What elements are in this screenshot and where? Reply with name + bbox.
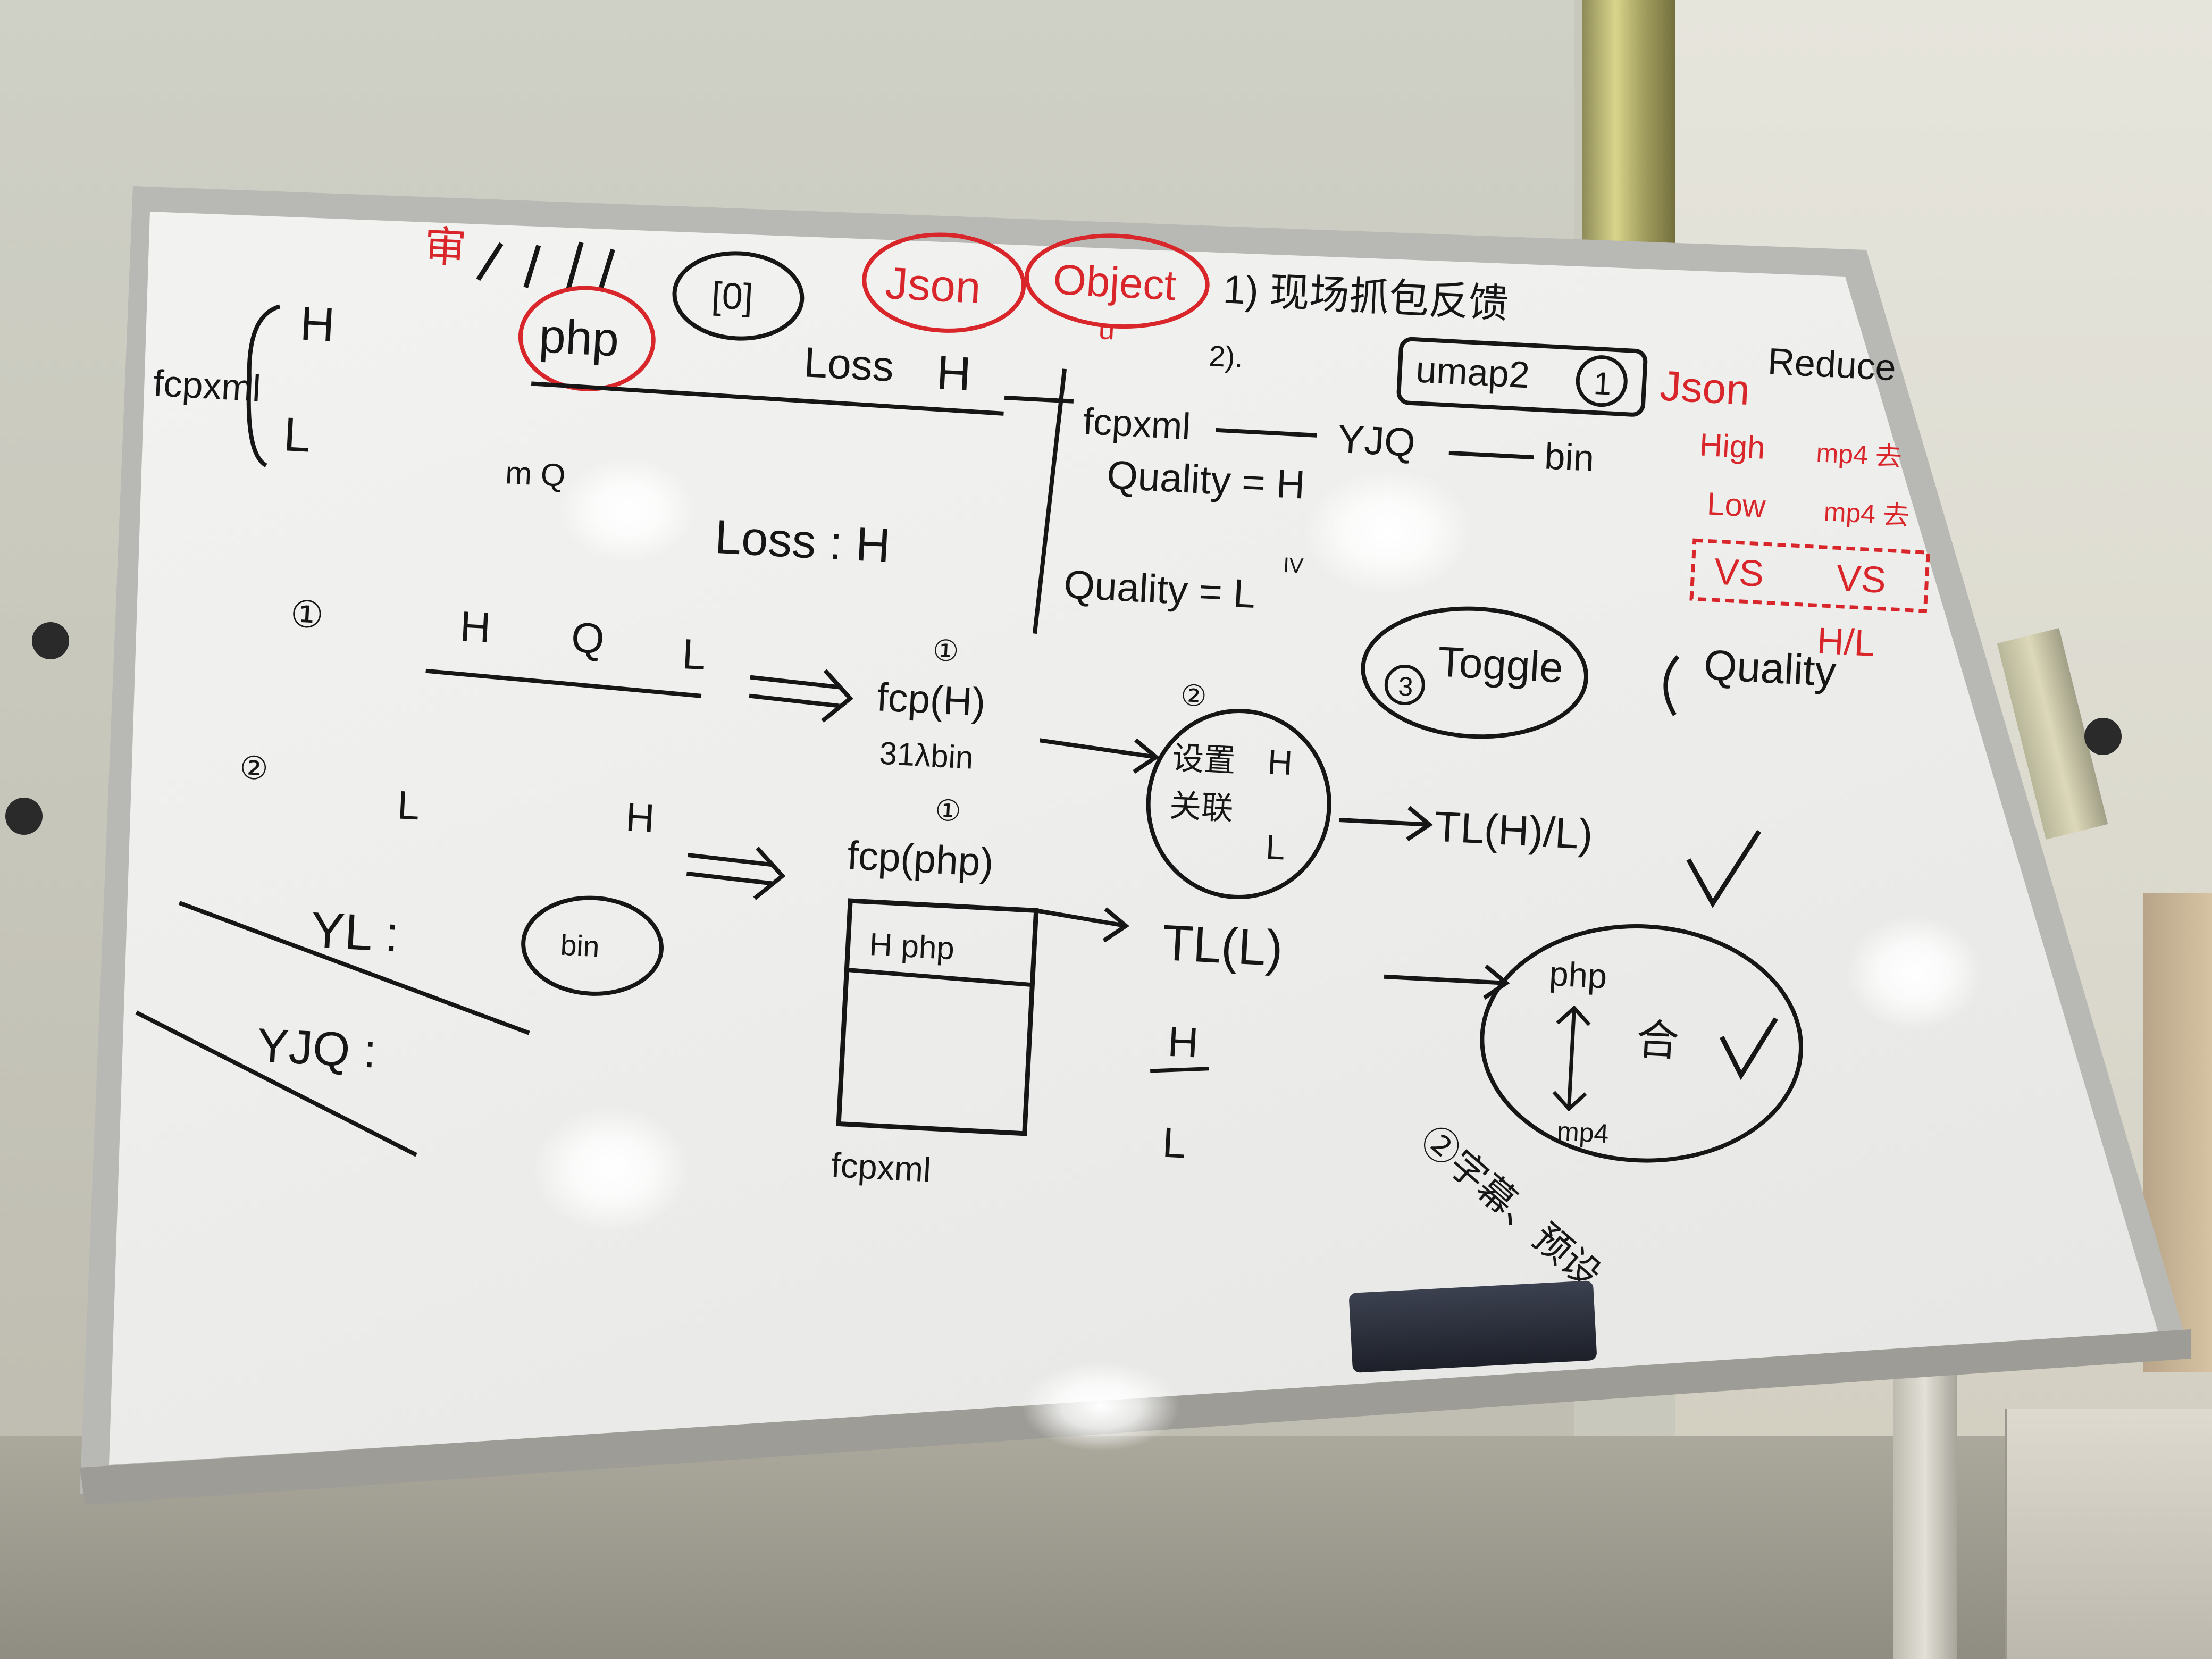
json-red-label: Json [884, 258, 982, 313]
fcpxml-left: fcpxml [152, 362, 262, 409]
setting-1: 设置 [1171, 740, 1236, 778]
quality-h: Quality = H [1106, 452, 1306, 507]
json-red-right: Json [1659, 362, 1751, 414]
row1-bin31: 31λbin [878, 735, 974, 776]
merge-he: 合 [1635, 1016, 1680, 1065]
row1-num: ① [289, 593, 325, 636]
tl-h: TL(H)/L) [1434, 802, 1594, 858]
low-label: Low [1706, 485, 1767, 524]
knob-left-bottom [5, 798, 43, 835]
loss-h-label: Loss : H [714, 510, 892, 573]
cabinet [2005, 1409, 2212, 1659]
reduce-label: Reduce [1767, 340, 1897, 389]
door-frame [1582, 0, 1678, 250]
setting-2: 关联 [1169, 787, 1234, 826]
note-item-1: 1) 现场抓包反馈 [1222, 266, 1510, 326]
bin-top: bin [1544, 435, 1595, 479]
box-caption: fcpxml [830, 1145, 932, 1189]
yjq-top: YJQ [1337, 416, 1417, 465]
row2-num: ② [239, 750, 269, 787]
row1-num2: ① [932, 634, 959, 668]
object-red-label: Object [1052, 255, 1178, 309]
row2-l2: L [1161, 1118, 1187, 1167]
note-item-2: 2). [1208, 339, 1244, 374]
high-label: High [1699, 427, 1766, 466]
merge-mp4: mp4 [1556, 1116, 1610, 1149]
vs-label: VS [1713, 550, 1765, 594]
row1-h: H [459, 602, 492, 651]
light-glare [532, 1106, 691, 1234]
light-glare [1021, 1361, 1180, 1452]
setting-h: H [1267, 742, 1294, 782]
toggle-num: 3 [1397, 671, 1414, 701]
row2-tl: TL(L) [1161, 915, 1284, 977]
umap-number: 1 [1593, 365, 1612, 402]
object-u: u [1097, 312, 1116, 346]
box-title: H php [868, 926, 955, 966]
vs-label-2: VS [1835, 557, 1887, 601]
merge-php: php [1548, 954, 1608, 996]
light-glare [1303, 468, 1473, 596]
knob-left-top [32, 622, 69, 659]
fcpxml-line: fcpxml [1082, 400, 1192, 447]
mp4-b: mp4 去 [1823, 497, 1911, 531]
red-mark: 审 [423, 222, 468, 272]
row2-l: L [396, 782, 421, 828]
yl-label: YL : [309, 902, 400, 963]
row1-l: L [681, 630, 707, 678]
row2-num2: ① [934, 793, 962, 827]
light-glare [558, 457, 697, 564]
quality-l: Quality = L [1063, 562, 1257, 616]
php-label: php [538, 309, 620, 367]
top-left-l: L [282, 408, 312, 462]
row2-h: H [625, 794, 656, 841]
stand-leg [1893, 1329, 1957, 1659]
php-row-h: H [935, 346, 973, 401]
row2-fcp: fcp(php) [846, 833, 994, 885]
whiteboard-eraser [1348, 1280, 1597, 1373]
umap-label: umap2 [1415, 348, 1531, 396]
hl-red: H/L [1816, 620, 1876, 665]
knob-right [2084, 718, 2122, 755]
mp4-a: mp4 去 [1815, 438, 1903, 472]
row1-fcp: fcp(H) [876, 674, 986, 725]
iv-mark: IV [1283, 554, 1304, 578]
row1-q: Q [570, 614, 606, 663]
seal-text: [0] [710, 274, 754, 318]
loss-label: Loss [803, 338, 895, 390]
row2-h2: H [1167, 1018, 1200, 1067]
toggle-label: Toggle [1437, 638, 1564, 691]
light-glare [1845, 915, 1983, 1032]
yl-bin: bin [559, 928, 600, 963]
row1-num3: ② [1180, 678, 1208, 713]
mq-label: m Q [505, 455, 567, 493]
quality-brace-label: Quality [1703, 641, 1837, 696]
top-left-h: H [299, 297, 336, 351]
setting-l: L [1265, 827, 1286, 867]
yjq-lower: YJQ : [256, 1019, 378, 1078]
